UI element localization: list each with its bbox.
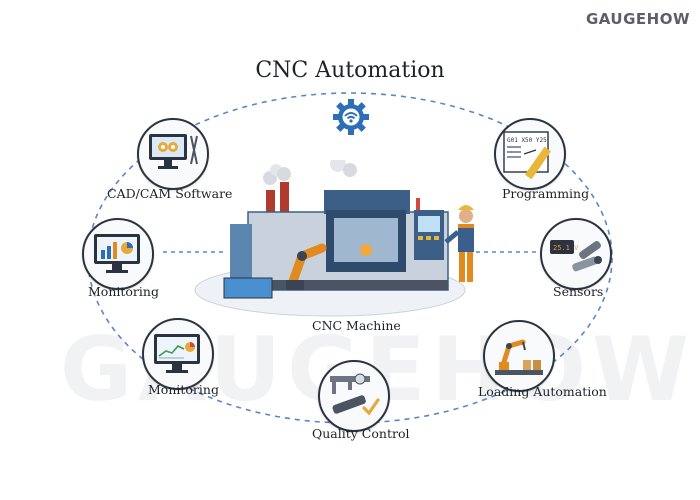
monitoring-node-top: [82, 218, 154, 290]
monitoring-node-bottom: [142, 318, 214, 390]
loading-label: Loading Automation: [478, 384, 607, 399]
gear-wifi-icon: [333, 99, 369, 135]
robot-arm-icon: [495, 339, 543, 375]
cad-monitor-icon: [149, 134, 198, 169]
cnc-machine-illustration: [223, 160, 474, 299]
cad-cam-node: [137, 118, 209, 190]
cnc-machine-label: CNC Machine: [312, 318, 401, 333]
monitoring-label-bottom: Monitoring: [148, 382, 219, 397]
program-code: G01 X50 Y25: [507, 137, 547, 144]
loading-node: [483, 320, 555, 392]
programming-label: Programming: [502, 186, 590, 201]
cad-cam-label: CAD/CAM Software: [107, 186, 233, 201]
sensor-icon: 25.1 V: [550, 240, 602, 272]
sensor-readout: 25.1 V: [553, 244, 579, 252]
code-sheet-icon: G01 X50 Y25: [503, 131, 552, 180]
diagram-title: CNC Automation: [255, 58, 445, 83]
programming-node: G01 X50 Y25: [494, 118, 566, 190]
chart-monitor-icon: [154, 334, 200, 373]
monitoring-label-top: Monitoring: [88, 284, 159, 299]
brand-logo: GAUGEHOW: [585, 10, 690, 28]
sensors-label: Sensors: [553, 284, 604, 299]
sensors-node: 25.1 V: [540, 218, 612, 290]
caliper-icon: [330, 373, 380, 416]
quality-label: Quality Control: [312, 426, 410, 441]
quality-node: [318, 360, 390, 432]
dashboard-monitor-icon: [94, 234, 140, 273]
